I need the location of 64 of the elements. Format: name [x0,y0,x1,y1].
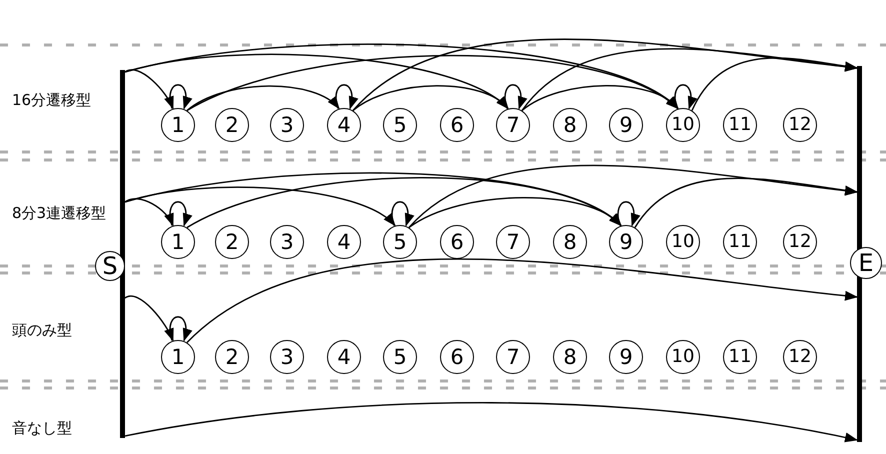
terminal-circle: S [95,251,125,281]
arrow [124,69,174,110]
row-label: 8分3連遷移型 [12,204,106,223]
state-circle: 12 [783,225,817,259]
state-circle: 2 [215,225,249,259]
state-circle: 7 [496,340,530,374]
vertical-bar [120,70,125,438]
terminal-circle: E [850,247,882,279]
arrow [124,402,858,443]
state-circle: 10 [666,225,700,259]
state-circle: 9 [609,340,643,374]
arrow [335,84,358,110]
state-circle: 8 [553,340,587,374]
arrow [617,201,640,226]
state-circle: 12 [783,340,817,374]
state-circle: 4 [327,340,361,374]
state-circle: 3 [270,225,304,259]
arrow [169,316,192,342]
arrow [186,54,679,112]
arrow [504,84,527,110]
arrow [634,178,858,228]
arrow [186,85,340,112]
state-circle: 6 [440,108,474,142]
arrow [124,296,174,342]
state-circle: 5 [383,340,417,374]
arrow [169,201,192,226]
state-circle: 7 [496,108,530,142]
state-circle: 9 [609,225,643,259]
state-circle: 10 [666,340,700,374]
arrow [169,84,192,110]
arrow [674,84,697,110]
arrow [124,186,396,226]
state-circle: 11 [723,225,757,259]
vertical-bar [857,66,862,442]
state-circle: 11 [723,108,757,142]
state-circle: 1 [161,340,195,374]
row-label: 音なし型 [12,419,72,438]
state-circle: 6 [440,340,474,374]
state-circle: 4 [327,225,361,259]
state-circle: 6 [440,225,474,259]
state-circle: 3 [270,340,304,374]
state-circle: 11 [723,340,757,374]
state-circle: 2 [215,108,249,142]
state-circle: 12 [783,108,817,142]
arrow [352,85,509,112]
state-circle: 9 [609,108,643,142]
state-circle: 1 [161,108,195,142]
row-label: 頭のみ型 [12,321,72,340]
state-circle: 5 [383,225,417,259]
state-circle: 1 [161,225,195,259]
arrow [124,198,174,226]
state-circle: 8 [553,225,587,259]
arrow [691,57,858,111]
state-circle: 10 [666,108,700,142]
state-circle: 7 [496,225,530,259]
arrow [391,201,414,226]
arrow [522,85,679,112]
state-circle: 5 [383,108,417,142]
state-circle: 4 [327,108,361,142]
state-circle: 3 [270,108,304,142]
state-circle: 2 [215,340,249,374]
row-label: 16分遷移型 [12,91,92,110]
state-circle: 8 [553,108,587,142]
arrow [186,177,622,228]
